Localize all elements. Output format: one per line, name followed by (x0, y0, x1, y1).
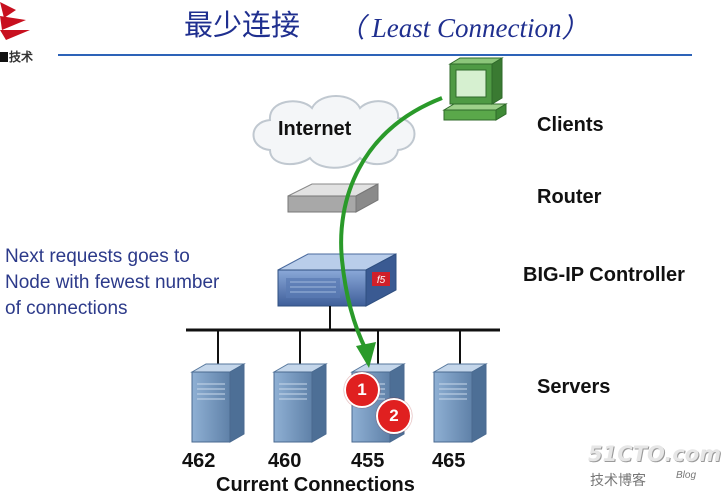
layer-label-servers: Servers (537, 376, 611, 398)
watermark-sub: 技术博客 (590, 473, 646, 489)
server-icon (190, 363, 246, 443)
note-text: Next requests goes to Node with fewest n… (5, 244, 265, 322)
layer-label-router: Router (537, 186, 602, 208)
server-icon (432, 363, 488, 443)
server-connection-count: 465 (432, 450, 466, 472)
note-line: Node with fewest number (5, 272, 220, 293)
server-connection-count: 455 (351, 450, 385, 472)
cloud-icon (252, 95, 416, 169)
internet-label: Internet (278, 118, 352, 140)
layer-label-clients: Clients (537, 114, 604, 136)
page-title-english: （ Least Connection） (338, 13, 589, 43)
request-arrow (339, 96, 443, 351)
brand-fragment: 技术 (0, 48, 33, 65)
client-pc-icon (442, 57, 508, 121)
watermark-blog: Blog (676, 470, 697, 481)
connections-title: Current Connections (216, 474, 415, 496)
arrow-head (356, 342, 376, 368)
router-icon (287, 183, 379, 213)
server-connection-count: 460 (268, 450, 302, 472)
note-line: of connections (5, 298, 128, 319)
request-badge: 2 (376, 398, 412, 434)
request-badge: 1 (344, 372, 380, 408)
note-line: Next requests goes to (5, 246, 190, 267)
server-icon (272, 363, 328, 443)
page-title: 最少连接 (184, 8, 301, 42)
title-divider (58, 54, 692, 56)
server-connection-count: 462 (182, 450, 216, 472)
logo-mark (0, 2, 30, 40)
network-diagram: f5 (186, 57, 508, 443)
layer-label-controller: BIG-IP Controller (523, 264, 685, 286)
watermark-site: 51CTO.com (588, 442, 721, 466)
controller-icon: f5 (277, 253, 397, 307)
svg-text:f5: f5 (377, 275, 386, 286)
